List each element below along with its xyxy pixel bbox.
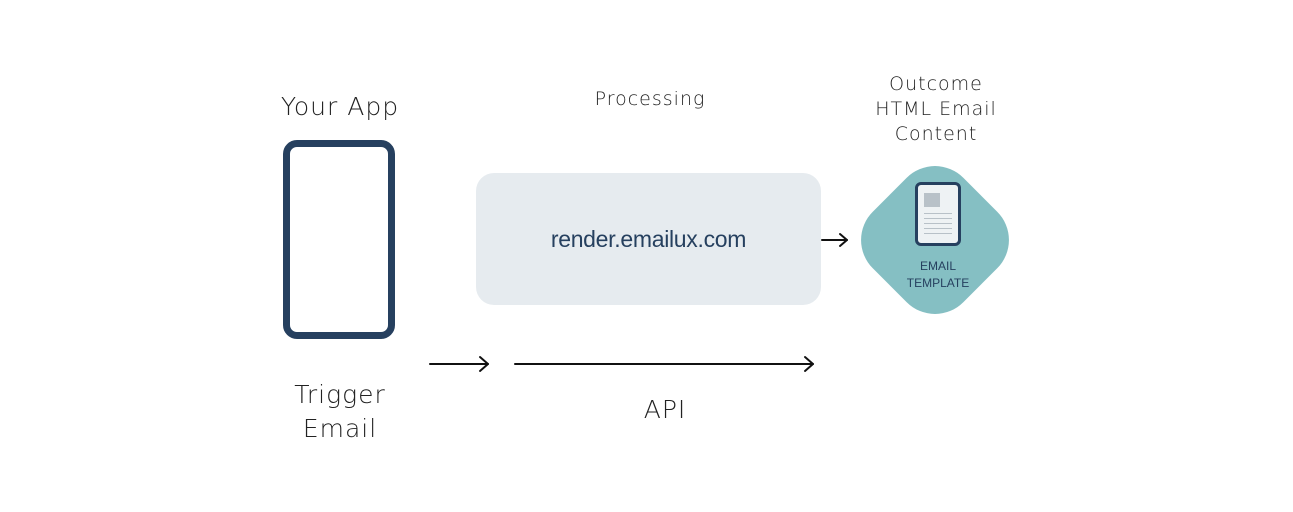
- outcome-label-line: HTML Email: [875, 98, 997, 120]
- document-text-line: [924, 223, 952, 224]
- outcome-label-line: Content: [894, 123, 978, 145]
- trigger-email-label: Trigger Email: [250, 378, 430, 446]
- email-template-label-line: EMAIL: [919, 259, 956, 273]
- trigger-email-label-line: Trigger: [294, 380, 386, 409]
- processing-label: Processing: [594, 88, 706, 110]
- document-text-line: [924, 233, 952, 234]
- outcome-label: Outcome HTML Email Content: [846, 72, 1026, 147]
- document-text-line: [924, 228, 952, 229]
- trigger-to-api-arrow: [429, 356, 489, 372]
- document-text-line: [924, 213, 952, 214]
- email-template-label-line: TEMPLATE: [906, 276, 970, 290]
- processing-service-text: render.emailux.com: [550, 225, 747, 252]
- email-document-icon: [915, 182, 961, 246]
- outcome-label-line: Outcome: [889, 73, 983, 95]
- email-template-label: EMAIL TEMPLATE: [888, 258, 988, 292]
- document-image-placeholder: [924, 193, 940, 207]
- trigger-email-label-line: Email: [302, 414, 378, 443]
- api-to-processing-arrow: [514, 356, 814, 372]
- api-label: API: [643, 395, 687, 424]
- processing-box: render.emailux.com: [476, 173, 821, 305]
- processing-to-outcome-arrow: [821, 233, 848, 247]
- phone-icon: [283, 140, 395, 339]
- document-text-line: [924, 218, 952, 219]
- your-app-label: Your App: [280, 92, 400, 121]
